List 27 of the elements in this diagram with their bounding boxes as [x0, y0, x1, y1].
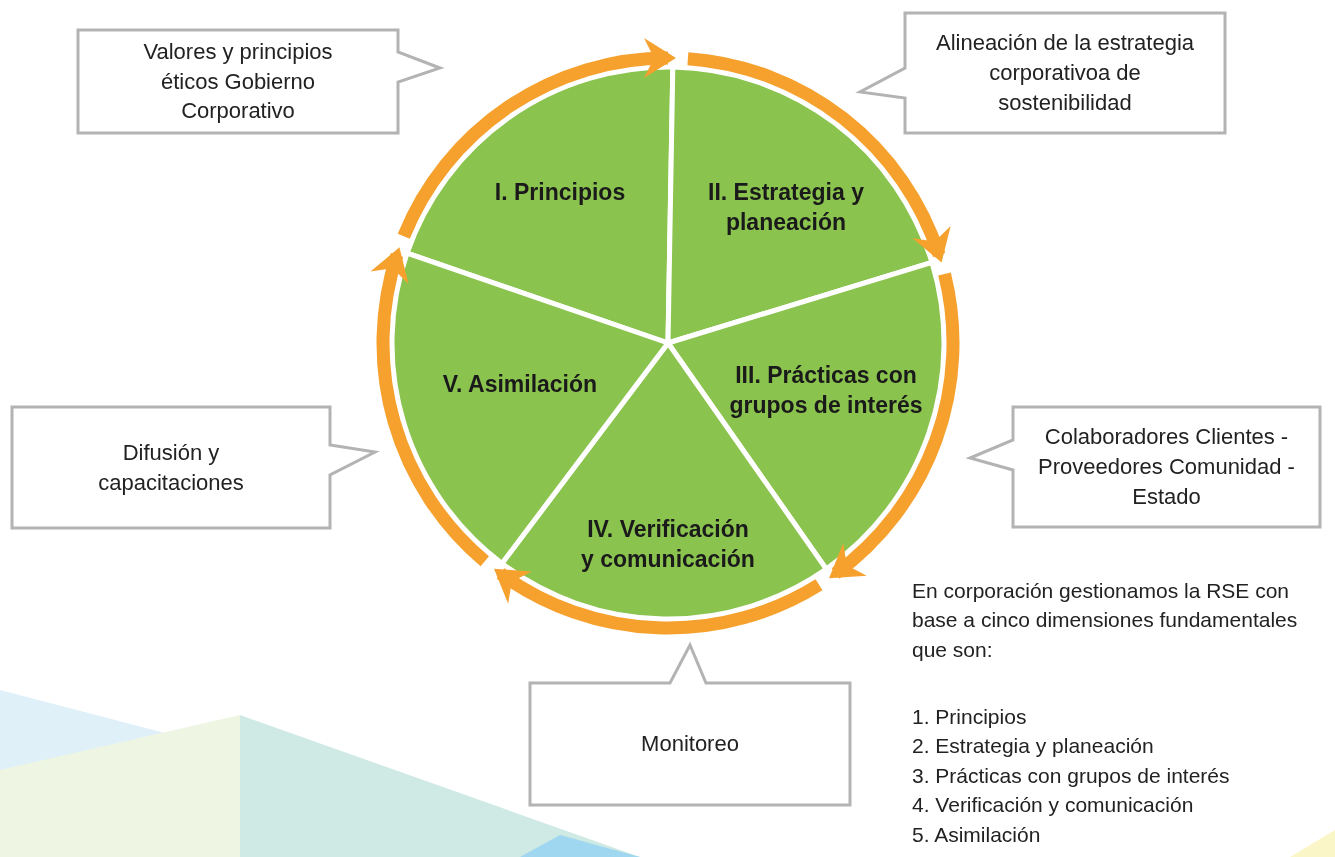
callout-box [10, 405, 377, 530]
list-item: 3. Prácticas con grupos de interés [912, 762, 1230, 789]
sector-label: V. Asimilación [441, 370, 599, 400]
callout-text: Difusión y capacitaciones [97, 438, 245, 497]
cycle-arrow [371, 247, 490, 567]
callout-box [858, 11, 1227, 135]
callout-text: Alineación de la estrategia corporativoa de sostenibilidad [934, 29, 1196, 117]
sector-label: I. Principios [493, 178, 627, 208]
callout-text: Valores y principios éticos Gobierno Corporativo [142, 37, 334, 126]
callout-box [528, 643, 852, 807]
callout-box [76, 28, 442, 135]
list-item: 2. Estrategia y planeación [912, 733, 1155, 760]
sector-label: II. Estrategia y planeación [707, 178, 865, 237]
callout-text: Monitoreo [641, 730, 739, 759]
description-paragraph: En corporación gestionamos la RSE con base a cinco dimensiones fundamentales que son: [912, 578, 1299, 663]
sector-label: III. Prácticas con grupos de interés [728, 361, 924, 420]
list-item: 4. Verificación y comunicación [912, 792, 1195, 819]
cycle-arrow [493, 568, 823, 635]
list-item: 5. Asimilación [912, 821, 1042, 848]
list-item: 1. Principios [912, 704, 1028, 730]
cycle-arrow [829, 272, 960, 579]
cycle-arrow [397, 39, 676, 240]
cycle-arrow [687, 52, 949, 263]
pie-sector [668, 67, 932, 343]
callout-box [968, 405, 1322, 529]
sector-label: IV. Verificación y comunicación [580, 515, 756, 574]
callout-text: Colaboradores Clientes - Proveedores Comunidad - Estado [1037, 423, 1296, 511]
